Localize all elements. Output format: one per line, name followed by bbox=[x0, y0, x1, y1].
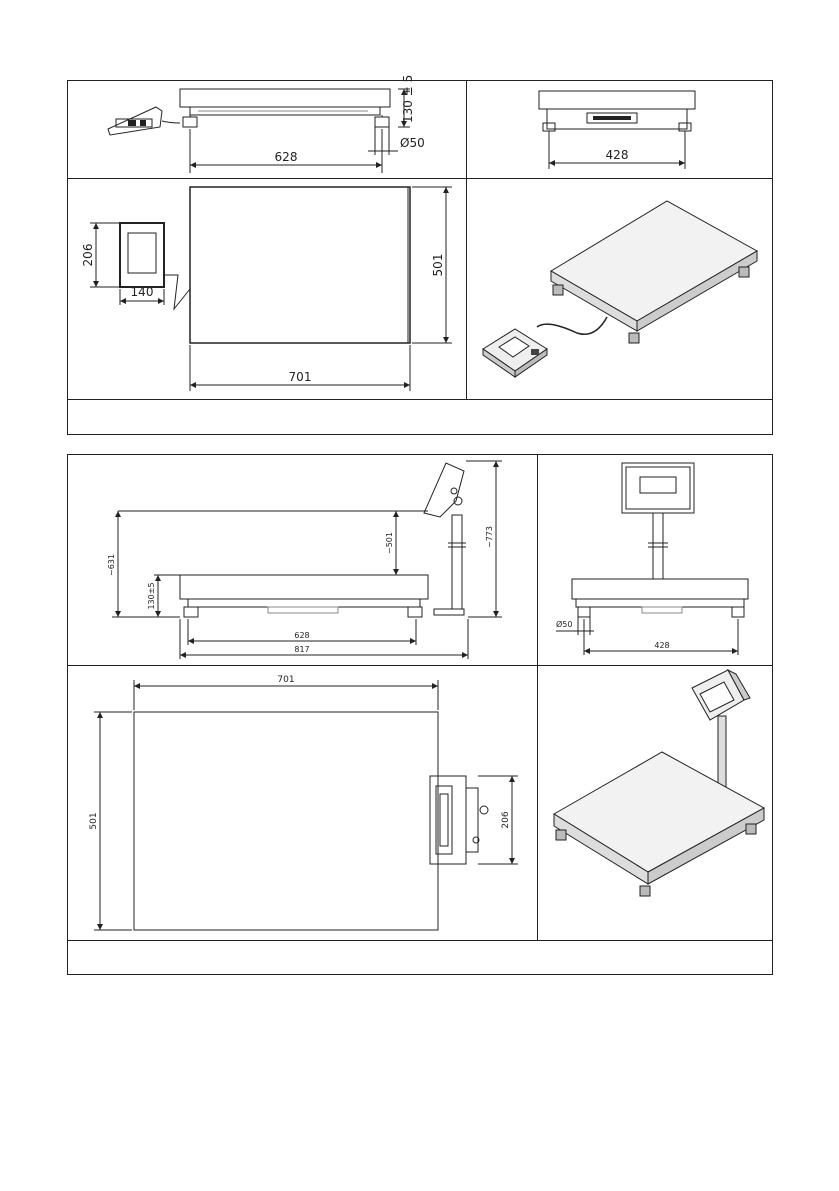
dim-width: 701 bbox=[277, 675, 294, 685]
dim-platform-h: 130±5 bbox=[147, 582, 156, 609]
divider bbox=[68, 940, 772, 941]
isometric-view-column-drawing bbox=[538, 666, 772, 940]
dim-column: ~773 bbox=[485, 526, 494, 548]
side-view-column-drawing: ~773 ~501 ~631 130±5 628 bbox=[68, 455, 537, 665]
figure-1-panel: 130 ± 5 628 Ø50 428 bbox=[67, 80, 773, 435]
dim-above-platform: ~501 bbox=[385, 532, 394, 554]
front-view-column-drawing: Ø50 428 bbox=[538, 455, 772, 665]
dim-length: 628 bbox=[294, 631, 309, 640]
top-view-drawing: 501 701 206 140 bbox=[68, 179, 466, 399]
dim-total-height: ~631 bbox=[107, 554, 116, 576]
dim-depth: 501 bbox=[431, 254, 445, 277]
dim-width: 428 bbox=[654, 641, 669, 650]
dim-foot: Ø50 bbox=[556, 619, 572, 629]
isometric-view-drawing bbox=[467, 179, 772, 399]
side-view-drawing: 130 ± 5 628 Ø50 bbox=[68, 81, 466, 178]
divider bbox=[68, 399, 772, 400]
dim-indicator-w: 140 bbox=[131, 285, 154, 299]
dim-indicator-h: 206 bbox=[501, 811, 511, 828]
dim-depth: 501 bbox=[89, 812, 99, 829]
front-view-drawing: 428 bbox=[467, 81, 772, 178]
dim-length: 628 bbox=[275, 150, 298, 164]
dim-indicator-h: 206 bbox=[81, 244, 95, 267]
dim-overall: 817 bbox=[294, 645, 309, 654]
dim-width: 701 bbox=[289, 370, 312, 384]
top-view-column-drawing: 701 501 206 bbox=[68, 666, 537, 940]
dim-width: 428 bbox=[606, 148, 629, 162]
dim-height: 130 ± 5 bbox=[401, 75, 415, 123]
figure-2-panel: ~773 ~501 ~631 130±5 628 bbox=[67, 454, 773, 975]
dim-foot: Ø50 bbox=[400, 136, 425, 150]
